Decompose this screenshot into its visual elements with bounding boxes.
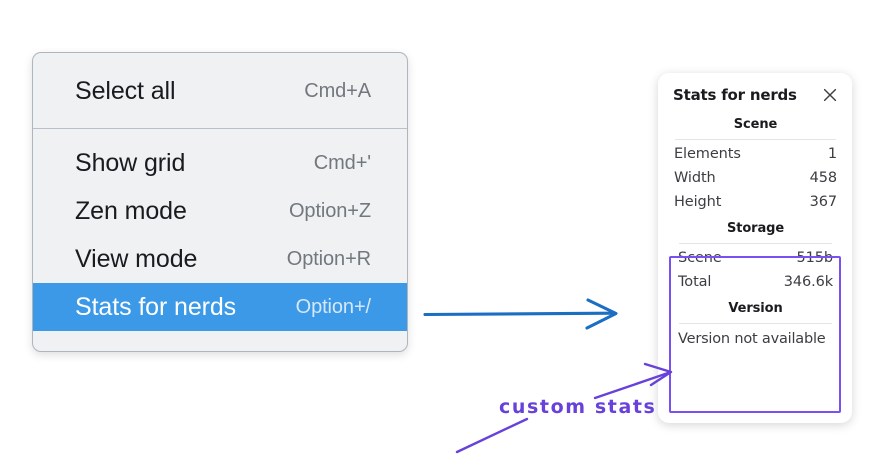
close-icon[interactable] <box>822 87 838 103</box>
panel-title: Stats for nerds <box>673 86 797 104</box>
context-menu-divider <box>33 128 407 129</box>
menu-item-zen-mode[interactable]: Zen mode Option+Z <box>33 187 407 235</box>
annotation-custom-stats-label: custom stats <box>499 396 657 418</box>
stat-label: Total <box>678 274 712 290</box>
arrow-right-icon <box>423 298 618 330</box>
menu-item-label: Show grid <box>75 148 186 177</box>
stat-value: 346.6k <box>783 274 833 290</box>
stats-panel-header: Stats for nerds <box>658 73 852 110</box>
section-rule <box>675 139 836 140</box>
menu-item-shortcut: Option+R <box>286 247 371 270</box>
stat-row-width: Width 458 <box>673 166 838 190</box>
menu-item-label: View mode <box>75 244 198 273</box>
stat-value: 1 <box>827 146 837 162</box>
stats-section-scene: Scene Elements 1 Width 458 Height 367 <box>673 110 838 214</box>
menu-item-label: Zen mode <box>75 196 187 225</box>
stat-value: 458 <box>809 170 837 186</box>
menu-item-shortcut: Option+/ <box>295 295 371 318</box>
stats-section-version: Version Version not available <box>677 294 834 352</box>
canvas-context-menu[interactable]: Select all Cmd+A Show grid Cmd+' Zen mod… <box>32 52 408 352</box>
section-heading-storage: Storage <box>726 221 785 236</box>
section-heading-version: Version <box>728 301 783 316</box>
stat-row-total-storage: Total 346.6k <box>677 270 834 294</box>
stat-label: Elements <box>674 146 741 162</box>
menu-item-label: Select all <box>75 76 176 105</box>
context-menu-group-selection: Select all Cmd+A <box>33 53 407 128</box>
stat-value: 367 <box>809 194 837 210</box>
menu-item-stats-for-nerds[interactable]: Stats for nerds Option+/ <box>33 283 407 331</box>
menu-item-label: Stats for nerds <box>75 292 237 321</box>
section-rule <box>679 323 832 324</box>
stat-value: 515b <box>796 250 834 266</box>
stat-label: Scene <box>678 250 722 266</box>
menu-item-show-grid[interactable]: Show grid Cmd+' <box>33 139 407 187</box>
stats-section-storage: Storage Scene 515b Total 346.6k <box>677 214 834 294</box>
menu-item-shortcut: Cmd+A <box>304 79 371 102</box>
context-menu-group-view: Show grid Cmd+' Zen mode Option+Z View m… <box>33 129 407 343</box>
stat-label: Width <box>674 170 716 186</box>
menu-item-shortcut: Option+Z <box>288 199 371 222</box>
custom-stats-sections: Storage Scene 515b Total 346.6k Version … <box>673 214 838 352</box>
menu-item-select-all[interactable]: Select all Cmd+A <box>33 67 407 115</box>
version-value: Version not available <box>678 331 826 347</box>
stats-panel-body: Scene Elements 1 Width 458 Height 367 St… <box>658 110 852 352</box>
section-rule <box>679 243 832 244</box>
stats-for-nerds-panel[interactable]: Stats for nerds Scene Elements 1 Width 4… <box>658 73 852 423</box>
stat-row-elements: Elements 1 <box>673 142 838 166</box>
stat-label: Height <box>674 194 722 210</box>
stat-row-height: Height 367 <box>673 190 838 214</box>
menu-item-view-mode[interactable]: View mode Option+R <box>33 235 407 283</box>
section-heading-scene: Scene <box>733 117 778 132</box>
stat-row-scene-storage: Scene 515b <box>677 246 834 270</box>
menu-item-shortcut: Cmd+' <box>313 151 371 174</box>
